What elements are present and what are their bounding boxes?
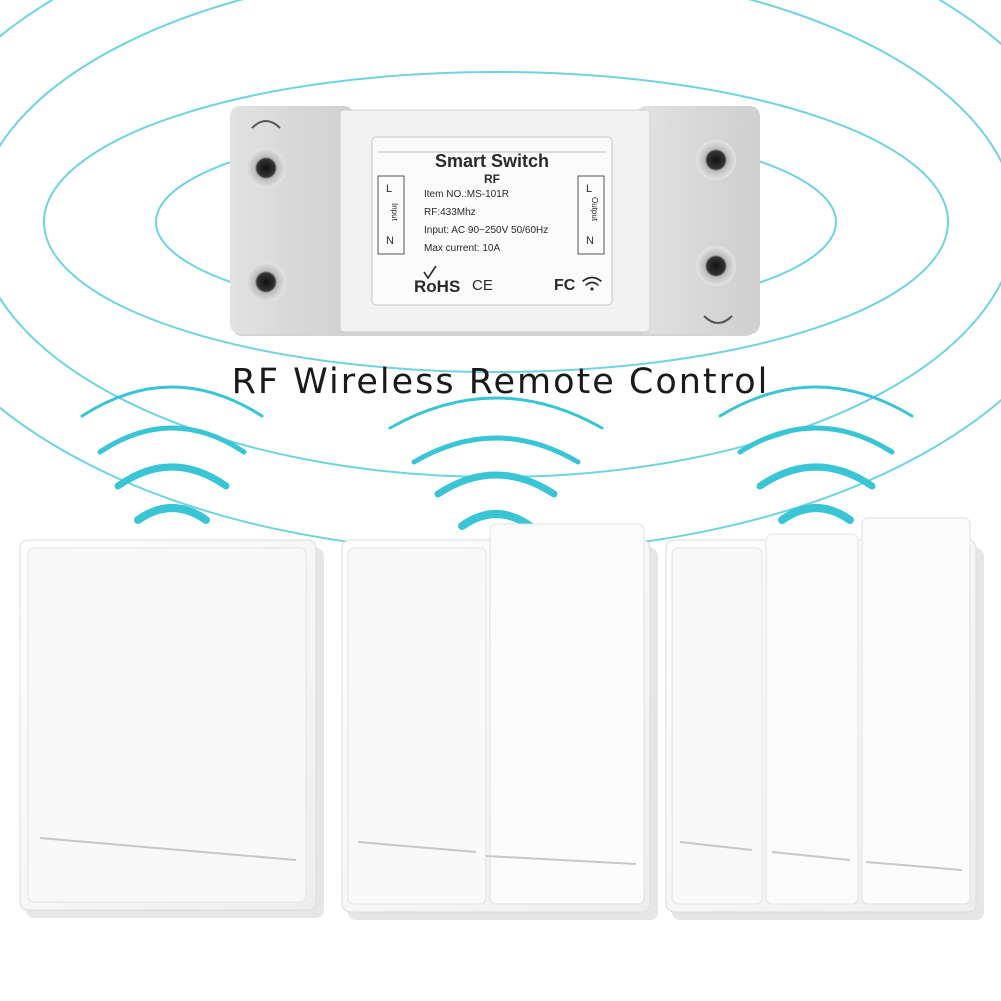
remote-button[interactable] [27,547,307,903]
rohs-mark: RoHS [414,277,461,296]
wifi-arc-3d [718,385,914,418]
spec-item-number: Item NO.:MS-101R [424,189,510,200]
wifi-arc-2d [388,396,604,430]
remote-button-right[interactable] [861,517,971,905]
screw-terminal-icon [696,246,736,286]
wireless-arcs [80,385,914,530]
label-panel-bg [371,136,613,306]
screw-terminal-icon [696,140,736,180]
module-title: Smart Switch [434,151,550,171]
module-left-cap [230,106,354,334]
rohs-check-icon [423,265,437,280]
remote-button-left[interactable] [347,547,487,905]
module-right-cap [636,106,760,334]
wifi-arc-3b [756,463,876,490]
input-neutral-label: N [386,235,394,247]
cable-notch-right [703,315,733,324]
wifi-arc-3c [737,425,895,455]
fc-mark: FC [554,277,576,294]
input-line-label: L [386,183,393,195]
input-side-label: Input [390,203,399,221]
wifi-arc-1b [114,463,230,490]
spec-input-voltage: Input: AC 90~250V 50/60Hz [424,225,549,236]
wifi-arc-3a [778,504,854,524]
output-line-label: L [586,183,593,195]
remote-button-middle[interactable] [765,533,859,905]
wifi-arc-2b [434,471,558,498]
signal-ring-2 [43,71,949,373]
button-indicator-line [357,841,477,853]
button-indicator-line [771,851,851,861]
module-label: Smart Switch RF Item NO.:MS-101R RF:433M… [372,137,612,305]
input-side-box [377,175,405,255]
receiver-module [230,106,760,336]
wifi-arc-1a [134,504,210,524]
wifi-arc-2c [411,435,581,465]
remote-2-gang [341,523,658,920]
wifi-arc-1d [80,385,264,418]
button-indicator-line [865,861,963,871]
output-neutral-label: N [586,235,594,247]
remote-3-gang [665,517,984,920]
button-indicator-line [485,855,637,865]
output-side-box [577,175,605,255]
spec-max-current: Max current: 10A [424,243,501,254]
ce-mark: CE [472,277,493,294]
output-side-label: Output [590,197,599,222]
headline: RF Wireless Remote Control [231,362,770,402]
button-indicator-line [679,841,753,851]
remote-button-right[interactable] [489,523,645,905]
wifi-signal-icon [582,276,602,291]
remote-button-left[interactable] [671,547,763,905]
wifi-arc-2a [458,510,534,530]
screw-terminal-icon [246,262,286,302]
wifi-arc-1c [97,425,247,455]
spec-rf-frequency: RF:433Mhz [424,207,476,218]
cable-notch-left [251,120,281,129]
screw-terminal-icon [246,148,286,188]
module-subtitle: RF [484,172,500,186]
remote-1-gang [19,539,324,918]
button-indicator-line [39,837,297,861]
